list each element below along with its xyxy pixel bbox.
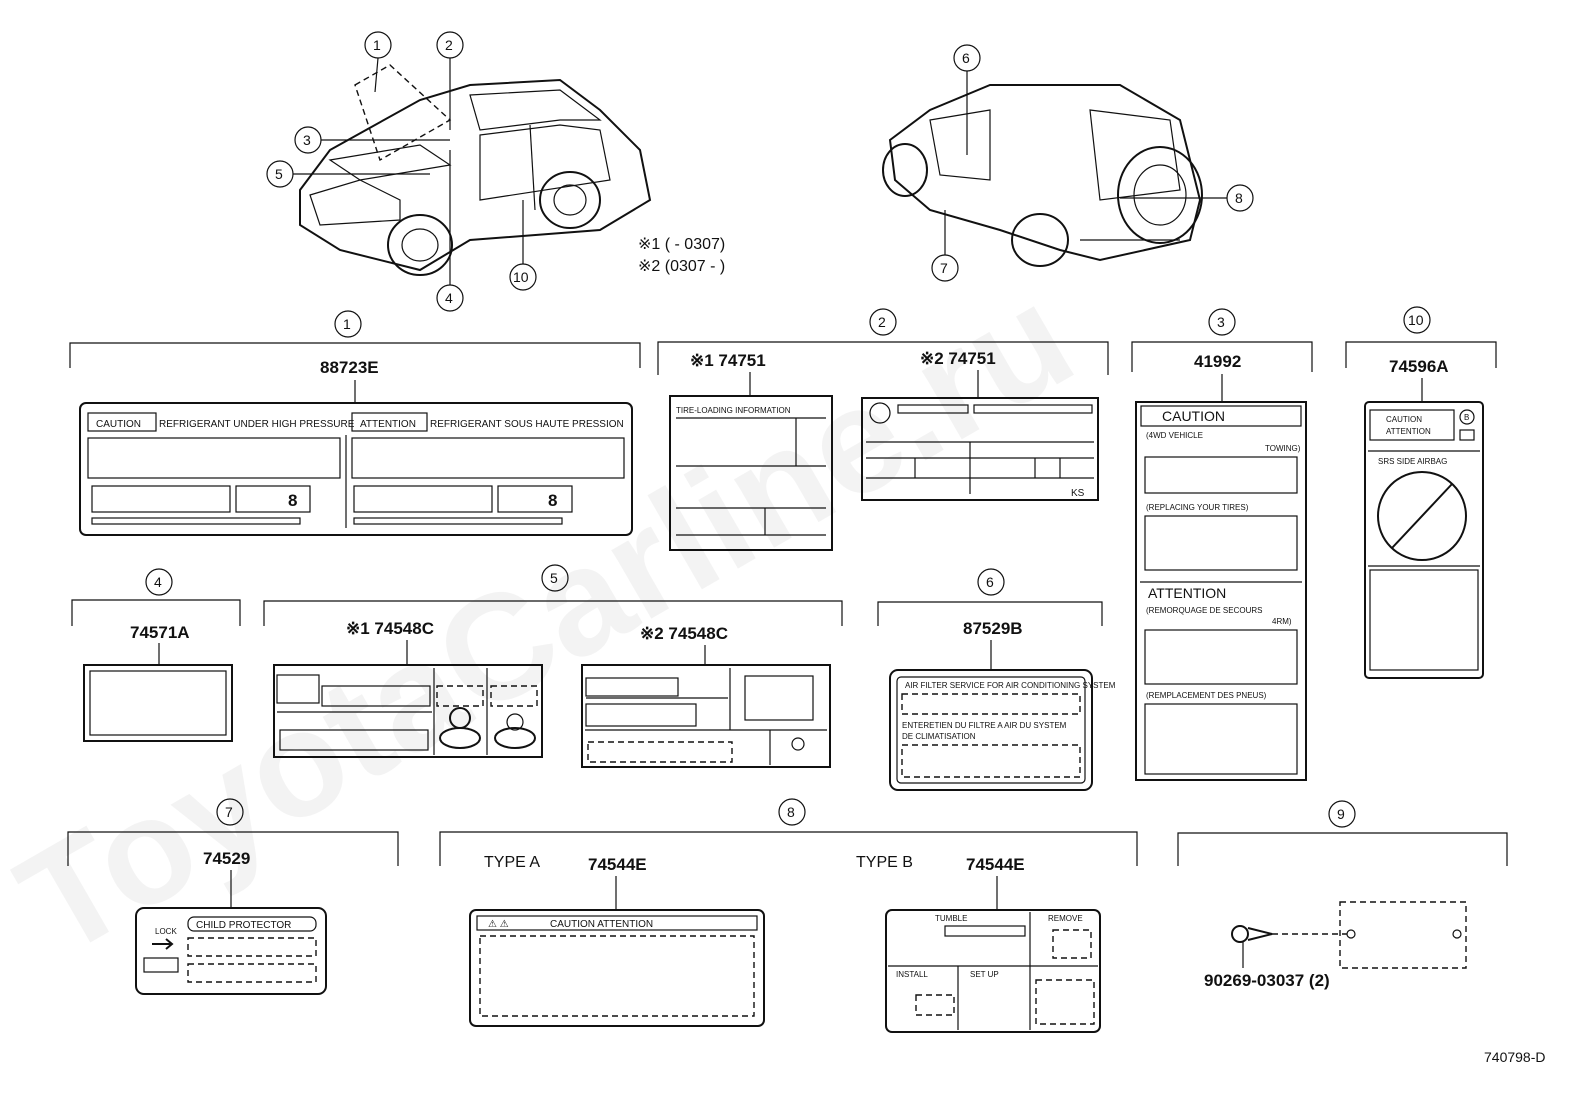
svg-text:5: 5 bbox=[550, 570, 558, 586]
svg-text:DE CLIMATISATION: DE CLIMATISATION bbox=[902, 732, 976, 741]
svg-text:ATTENTION: ATTENTION bbox=[1148, 585, 1226, 601]
svg-text:REMOVE: REMOVE bbox=[1048, 914, 1083, 923]
svg-text:ATTENTION: ATTENTION bbox=[360, 419, 416, 430]
svg-text:10: 10 bbox=[513, 269, 529, 285]
svg-text:※2 74548C: ※2 74548C bbox=[640, 624, 728, 643]
label-group-5: 5 ※1 74548C ※2 74548C bbox=[263, 564, 843, 768]
note-1: ※1 ( - 0307) bbox=[638, 236, 725, 253]
svg-text:SET UP: SET UP bbox=[970, 970, 999, 979]
svg-text:(REPLACING YOUR TIRES): (REPLACING YOUR TIRES) bbox=[1146, 503, 1249, 512]
svg-text:⚠ ⚠: ⚠ ⚠ bbox=[488, 919, 509, 930]
label-group-4: 4 74571A bbox=[71, 568, 241, 742]
svg-text:1: 1 bbox=[373, 37, 381, 53]
svg-text:INSTALL: INSTALL bbox=[896, 970, 928, 979]
front-car-illustration bbox=[299, 64, 652, 276]
svg-text:74529: 74529 bbox=[203, 849, 250, 868]
rear-callouts: 6 7 8 bbox=[931, 44, 1254, 282]
note-2: ※2 (0307 - ) bbox=[638, 258, 725, 275]
label-group-7: 7 74529 CHILD PROTECTOR LOCK bbox=[67, 798, 399, 995]
svg-text:ENTERETIEN DU FILTRE A AIR DU: ENTERETIEN DU FILTRE A AIR DU SYSTEM bbox=[902, 721, 1067, 730]
svg-text:8: 8 bbox=[548, 491, 557, 510]
svg-text:74544E: 74544E bbox=[588, 855, 647, 874]
svg-text:SRS SIDE AIRBAG: SRS SIDE AIRBAG bbox=[1378, 457, 1447, 466]
svg-text:7: 7 bbox=[225, 804, 233, 820]
label-group-6: 6 87529B AIR FILTER SERVICE FOR AIR COND… bbox=[877, 568, 1116, 791]
svg-text:74596A: 74596A bbox=[1389, 357, 1449, 376]
svg-text:7: 7 bbox=[940, 260, 948, 276]
svg-text:8: 8 bbox=[1235, 190, 1243, 206]
svg-text:4: 4 bbox=[445, 290, 453, 306]
svg-text:8: 8 bbox=[787, 804, 795, 820]
svg-text:※2 74751: ※2 74751 bbox=[920, 349, 996, 368]
svg-text:TYPE A: TYPE A bbox=[484, 854, 540, 871]
svg-text:LOCK: LOCK bbox=[155, 927, 177, 936]
label-group-3: 3 41992 CAUTION (4WD VEHICLE TOWING) (RE… bbox=[1131, 308, 1313, 781]
svg-text:6: 6 bbox=[962, 50, 970, 66]
svg-text:2: 2 bbox=[445, 37, 453, 53]
svg-text:REFRIGERANT UNDER HIGH PRES: REFRIGERANT UNDER HIGH PRESSURE bbox=[159, 419, 355, 430]
svg-text:TUMBLE: TUMBLE bbox=[935, 914, 967, 923]
svg-text:1: 1 bbox=[343, 316, 351, 332]
svg-text:CAUTION: CAUTION bbox=[1386, 415, 1422, 424]
svg-text:ATTENTION: ATTENTION bbox=[1386, 427, 1431, 436]
label-group-1: 1 88723E CAUTION REFRIGERANT UNDER HIGH … bbox=[69, 310, 641, 536]
svg-text:B: B bbox=[1464, 413, 1469, 422]
svg-text:※1 74548C: ※1 74548C bbox=[346, 619, 434, 638]
svg-text:CAUTION: CAUTION bbox=[1162, 408, 1225, 424]
svg-text:※1 74751: ※1 74751 bbox=[690, 351, 766, 370]
svg-text:9: 9 bbox=[1337, 806, 1345, 822]
svg-text:(REMPLACEMENT DES PNEUS): (REMPLACEMENT DES PNEUS) bbox=[1146, 691, 1267, 700]
svg-text:90269-03037 (2): 90269-03037 (2) bbox=[1204, 971, 1330, 990]
svg-text:2: 2 bbox=[878, 314, 886, 330]
svg-text:AIR FILTER SERVICE FOR AIR CON: AIR FILTER SERVICE FOR AIR CONDITIONING … bbox=[905, 681, 1116, 690]
svg-text:3: 3 bbox=[303, 132, 311, 148]
svg-text:TOWING): TOWING) bbox=[1265, 444, 1301, 453]
svg-text:CHILD PROTECTOR: CHILD PROTECTOR bbox=[196, 920, 291, 931]
part-number-88723e: 88723E bbox=[320, 358, 379, 377]
svg-text:REFRIGERANT SOUS HAUTE PRES: REFRIGERANT SOUS HAUTE PRESSION bbox=[430, 419, 624, 430]
svg-text:4: 4 bbox=[154, 574, 162, 590]
svg-text:(REMORQUAGE DE SECOURS: (REMORQUAGE DE SECOURS bbox=[1146, 606, 1262, 615]
svg-text:TYPE B: TYPE B bbox=[856, 854, 913, 871]
svg-text:CAUTION ATTENTION: CAUTION ATTENTION bbox=[550, 919, 653, 930]
label-group-9: 9 90269-03037 (2) bbox=[1177, 800, 1508, 990]
svg-text:74571A: 74571A bbox=[130, 623, 190, 642]
svg-text:41992: 41992 bbox=[1194, 352, 1241, 371]
svg-text:KS: KS bbox=[1071, 488, 1085, 499]
svg-text:3: 3 bbox=[1217, 314, 1225, 330]
svg-text:TIRE-LOADING INFORMATION: TIRE-LOADING INFORMATION bbox=[676, 406, 791, 415]
svg-text:(4WD VEHICLE: (4WD VEHICLE bbox=[1146, 431, 1203, 440]
svg-text:8: 8 bbox=[288, 491, 297, 510]
diagram-id: 740798-D bbox=[1484, 1049, 1546, 1065]
label-group-8: 8 TYPE A 74544E ⚠ ⚠ CAUTION ATTENTION TY… bbox=[439, 798, 1138, 1033]
svg-text:10: 10 bbox=[1408, 312, 1424, 328]
svg-text:CAUTION: CAUTION bbox=[96, 419, 141, 430]
svg-text:4RM): 4RM) bbox=[1272, 617, 1292, 626]
label-group-2: 2 ※1 74751 TIRE-LOADING INFORMATION ※2 7… bbox=[657, 308, 1109, 551]
svg-text:6: 6 bbox=[986, 574, 994, 590]
svg-text:5: 5 bbox=[275, 166, 283, 182]
label-group-10: 10 74596A CAUTION ATTENTION B SRS SIDE A… bbox=[1345, 306, 1497, 679]
svg-text:74544E: 74544E bbox=[966, 855, 1025, 874]
front-callouts: 1 2 3 5 4 10 bbox=[266, 31, 537, 312]
svg-text:87529B: 87529B bbox=[963, 619, 1023, 638]
rear-car-illustration bbox=[882, 84, 1203, 267]
